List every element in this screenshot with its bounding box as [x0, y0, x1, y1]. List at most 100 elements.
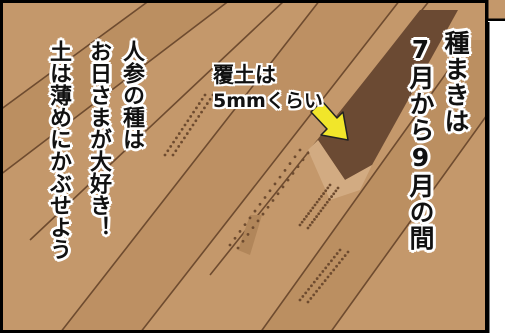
seed-dot: [313, 218, 316, 221]
seed-dot: [315, 277, 319, 280]
seed-dot: [317, 197, 321, 201]
seed-dot: [334, 189, 338, 193]
seed-furrow: [318, 10, 458, 180]
seed-dot: [175, 136, 178, 140]
seed-dot: [286, 178, 290, 182]
seed-dot: [261, 212, 265, 216]
seed-dot: [320, 195, 323, 198]
seed-dot: [340, 257, 344, 261]
seed-dot: [318, 286, 321, 290]
seed-dot: [312, 280, 316, 284]
seed-dot: [301, 158, 305, 162]
seed-dot: [325, 200, 329, 204]
seed-dot: [241, 239, 245, 243]
seed-dot: [258, 202, 262, 206]
panel-divider: [485, 0, 505, 22]
seed-dot: [327, 262, 330, 266]
seed-dot: [288, 162, 292, 165]
seed-dot: [321, 270, 325, 273]
seed-dot: [253, 209, 257, 213]
seed-dot: [319, 209, 323, 213]
seed-dot: [302, 217, 306, 221]
seed-dot: [203, 93, 207, 97]
seed-dot: [211, 93, 215, 97]
seed-dot: [307, 212, 310, 215]
seed-dot: [298, 148, 302, 152]
seed-dot: [300, 220, 304, 224]
ridge-strip-2: [60, 0, 400, 333]
seed-dot: [298, 298, 302, 302]
seed-dot: [293, 155, 297, 159]
seed-dot: [238, 230, 242, 233]
seed-dot: [171, 153, 175, 157]
seed-dot: [248, 216, 252, 220]
seed-dot: [192, 110, 195, 114]
seed-dot: [310, 220, 314, 224]
seed-dot: [338, 261, 341, 265]
seed-dot: [315, 289, 318, 293]
seed-dot: [323, 203, 327, 207]
seed-dot: [273, 182, 277, 186]
seed-dot: [328, 183, 332, 187]
seed-dot: [189, 115, 193, 118]
seed-dot: [296, 165, 300, 168]
seed-dot: [298, 223, 302, 227]
seed-dot: [174, 149, 178, 153]
seed-dot: [335, 264, 338, 268]
seed-dot: [332, 192, 336, 196]
seed-dot: [256, 219, 260, 223]
seed-dot: [326, 275, 330, 279]
seed-dot: [195, 106, 198, 110]
seed-dot: [326, 186, 330, 190]
arrow-down-right-icon: [310, 100, 349, 141]
seed-dot: [185, 132, 189, 135]
left-caption-line1: 人参の種は: [119, 40, 144, 150]
seed-dot: [177, 132, 181, 135]
seed-dot: [278, 175, 282, 179]
seed-dot: [183, 123, 187, 127]
seed-dot: [307, 287, 310, 291]
seed-dot: [200, 110, 203, 114]
seed-dots: [163, 93, 350, 304]
left-caption-line3: 土は薄めにかぶせよう: [46, 40, 71, 260]
seed-dot: [309, 209, 313, 213]
seed-dot: [332, 268, 336, 272]
seed-dot: [301, 295, 305, 298]
seed-dot: [203, 106, 206, 110]
seed-dot: [233, 236, 237, 240]
covered-furrow: [238, 215, 262, 255]
seed-dot: [308, 223, 312, 227]
seed-dot: [318, 273, 322, 277]
seed-dot: [309, 297, 313, 300]
page-gutter: [488, 21, 505, 333]
caption-line1: 覆土は: [213, 63, 276, 87]
seed-dot: [304, 291, 308, 295]
seed-dot: [332, 255, 336, 259]
seed-dot: [194, 119, 198, 123]
seed-dot: [336, 186, 340, 190]
right-caption-line2: 7月から9月の間: [406, 35, 435, 251]
ridge-strip-3: [260, 40, 505, 333]
seed-dot: [330, 259, 333, 263]
seed-dot: [166, 149, 170, 153]
seed-dot: [305, 215, 308, 218]
seed-dot: [329, 272, 333, 275]
seed-dot: [191, 123, 195, 127]
seed-dot: [313, 203, 317, 207]
seed-dot: [312, 293, 316, 297]
seed-dot: [186, 119, 190, 123]
seed-dot: [205, 102, 209, 105]
seed-dot: [271, 199, 275, 202]
seed-dot: [321, 206, 325, 210]
seed-dot: [246, 233, 250, 236]
seed-dot: [200, 97, 204, 101]
seed-dot: [197, 115, 201, 118]
seed-dot: [306, 300, 310, 304]
seed-dot: [310, 284, 313, 288]
seed-dot: [208, 97, 212, 101]
seed-dot: [311, 206, 315, 210]
seed-dot: [263, 196, 267, 199]
seed-dot: [291, 171, 295, 175]
seed-dot: [236, 246, 240, 250]
seed-dot: [197, 102, 201, 105]
